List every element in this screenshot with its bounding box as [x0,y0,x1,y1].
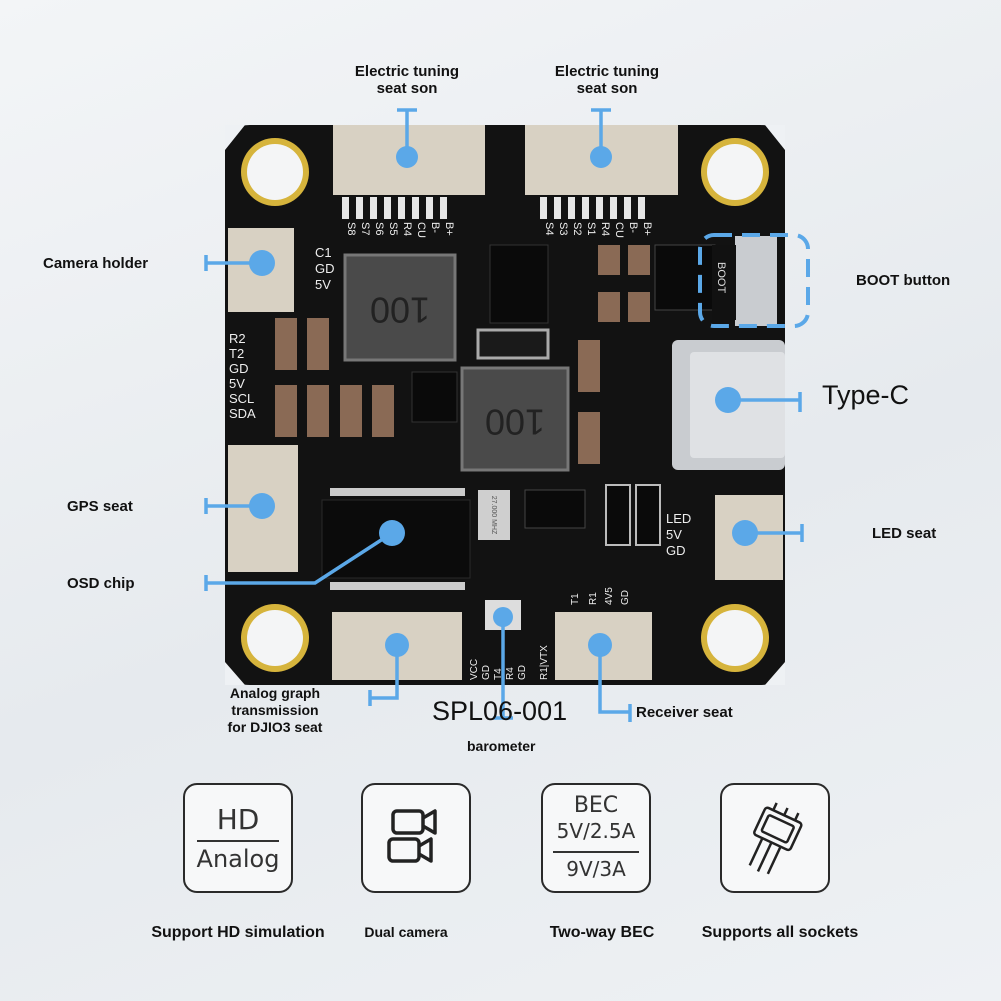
label-line: Analog graph [229,685,321,701]
silk-pin: R1 [588,592,599,605]
label-line: Electric tuning [354,63,460,80]
silk-pin: S6 [373,222,385,235]
silk-pin: GD [481,665,492,680]
label-osd-chip: OSD chip [67,575,135,592]
divider [553,851,639,853]
label-line: seat son [576,80,638,97]
svg-text:BOOT: BOOT [715,262,727,293]
capacitors [275,245,650,464]
label-esc-left: Electric tuning seat son [347,63,467,97]
diode [476,328,550,360]
ldo-chip [524,489,586,529]
silk-pin: GD [517,665,528,680]
label-receiver-seat: Receiver seat [636,704,733,721]
silk-pin: B- [627,222,639,233]
silk-pin: S4 [543,222,555,235]
silk-pin: R4 [599,222,611,236]
silk-pin: R1|VTX [539,645,550,680]
caption-hd: Support HD simulation [151,924,325,941]
callout-dots [249,146,758,657]
inductor-2: 100 [460,366,570,472]
silk-pin: 5V [666,527,682,542]
silk-pin: 5V [315,277,331,292]
silk-pin: S1 [585,222,597,235]
inductor-1: 100 [343,253,457,362]
silk-pin: B+ [641,222,653,236]
silk-pin: SDA [229,406,256,421]
silk-pin: S5 [387,222,399,235]
silk-pin: GD [315,261,335,276]
label-line: transmission [231,702,319,718]
boot-switch: BOOT [712,236,777,326]
label-barometer: barometer [467,738,536,754]
regulator-chip [411,371,458,423]
silk-pin: S3 [557,222,569,235]
silk-pin: 4V5 [604,587,615,605]
inductor-mark: 100 [370,289,430,330]
label-led-seat: LED seat [872,525,937,542]
mosfet-chip [489,244,549,324]
silk-pin: 5V [229,376,245,391]
caption-sockets: Supports all sockets [701,924,859,941]
callout-lines [204,108,804,722]
mounting-holes [241,138,769,672]
label-type-c: Type-C [822,380,910,410]
silk-pin: S7 [359,222,371,235]
silk-pin: T2 [229,346,244,361]
silk-pin: GD [620,590,631,605]
silk-pin: T1 [570,593,581,605]
caption-bec: Two-way BEC [549,924,655,941]
label-line: Electric tuning [554,63,660,80]
silk-pin: C1 [315,245,332,260]
silk-pin: CU [415,222,427,238]
silk-pin: LED [666,511,691,526]
label-barometer-model: SPL06-001 [432,696,568,726]
silk-pin: S2 [571,222,583,235]
label-boot-button: BOOT button [856,272,951,289]
silk-pin: CU [613,222,625,238]
label-esc-right: Electric tuning seat son [547,63,667,97]
hd-text: HD [216,803,260,836]
corner-notches [225,125,785,685]
label-camera-holder: Camera holder [43,255,149,272]
analog-text: Analog [196,845,280,873]
svg-text:27.000 MHZ: 27.000 MHZ [490,496,497,535]
silk-pin: S8 [345,222,357,235]
bec-icon: BEC 5V/2.5A 9V/3A [541,783,651,893]
inductor-mark: 100 [485,401,545,442]
bec-9v-text: 9V/3A [566,857,626,881]
silk-pin: GD [229,361,249,376]
silk-pin: VCC [469,659,480,680]
power-chip [654,244,716,311]
hd-analog-icon: HD Analog [183,783,293,893]
bec-5v-text: 5V/2.5A [556,819,636,843]
label-line: for DJIO3 seat [227,719,323,735]
silk-pin: T4 [493,668,504,680]
dual-camera-icon [361,783,471,893]
silk-pin: GD [666,543,686,558]
silk-pin: R4 [505,667,516,680]
silk-pin: B+ [443,222,455,236]
caption-dual-camera: Dual camera [364,924,448,940]
label-analog-transmission: Analog graph transmission for DJIO3 seat [210,685,340,736]
label-line: seat son [376,80,438,97]
silk-pin: R2 [229,331,246,346]
label-gps-seat: GPS seat [67,498,133,515]
silk-pin: B- [429,222,441,233]
socket-icon [720,783,830,893]
boot-highlight [698,233,810,328]
silk-pin: R4 [401,222,413,236]
crystal: 27.000 MHZ [478,490,510,540]
silk-pin: SCL [229,391,254,406]
divider [197,840,279,842]
bec-text: BEC [573,793,619,818]
